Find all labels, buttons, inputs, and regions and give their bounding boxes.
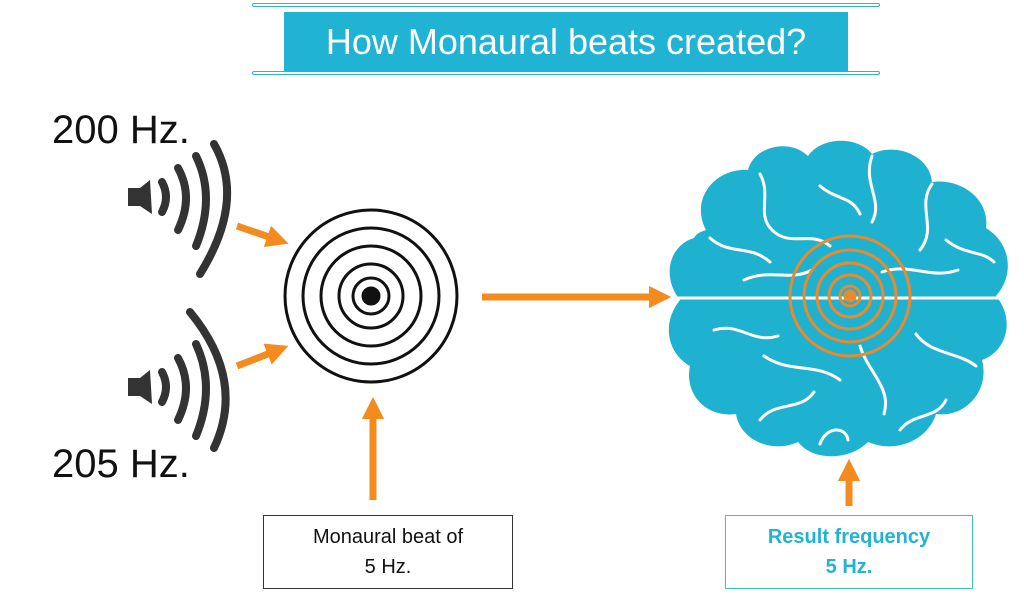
sound-wave-icon <box>158 140 232 278</box>
beat-caption-line1: Monaural beat of <box>312 526 464 548</box>
speaker-icon <box>128 370 152 404</box>
frequency-label-205: 205 Hz. <box>52 442 190 486</box>
speaker-bottom <box>128 308 230 452</box>
beat-caption-box: Monaural beat of 5 Hz. <box>263 515 513 589</box>
arrows <box>235 222 861 506</box>
beat-caption-line2: 5 Hz. <box>364 556 412 578</box>
page-title: How Monaural beats created? <box>284 12 848 72</box>
speaker-top <box>128 140 232 278</box>
speaker-icon <box>128 180 152 214</box>
result-caption-box: Result frequency 5 Hz. <box>725 515 973 589</box>
brain-icon <box>668 140 1008 457</box>
arrow-bottom-speaker <box>235 343 289 370</box>
concentric-circles-icon <box>283 208 459 384</box>
result-caption-line2: 5 Hz. <box>825 556 873 578</box>
title-rule-top <box>252 3 880 7</box>
arrow-top-speaker <box>235 222 289 247</box>
title-banner: How Monaural beats created? <box>252 3 880 77</box>
sound-wave-icon <box>158 308 230 452</box>
result-caption-line1: Result frequency <box>767 526 931 548</box>
frequency-label-200: 200 Hz. <box>52 108 190 152</box>
